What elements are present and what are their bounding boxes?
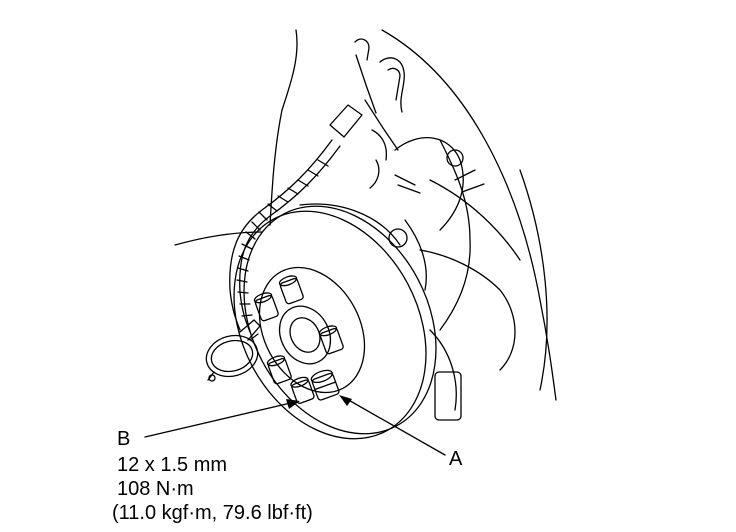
callout-label-a: A bbox=[449, 448, 463, 470]
fender-outline bbox=[174, 29, 557, 401]
torque-spec-nm: 108 N·m bbox=[117, 478, 194, 500]
bolt-size-spec: 12 x 1.5 mm bbox=[117, 454, 228, 476]
torque-spec-alt-units: (11.0 kgf·m, 79.6 lbf·ft) bbox=[112, 502, 313, 524]
lug-nut-a bbox=[310, 369, 340, 401]
arrowhead-b bbox=[286, 399, 300, 409]
lug-nut-b bbox=[290, 376, 315, 404]
wheel-studs bbox=[253, 275, 344, 385]
leader-line-a bbox=[344, 397, 446, 456]
dial-gauge bbox=[205, 319, 261, 382]
steering-knuckle bbox=[388, 137, 516, 421]
brake-hose-clip bbox=[329, 38, 421, 194]
callout-label-b: B bbox=[117, 428, 131, 450]
wheel-hub bbox=[278, 305, 332, 365]
dial-indicator-arm bbox=[229, 139, 341, 333]
leader-line-b bbox=[144, 401, 296, 438]
arrowhead-a bbox=[339, 395, 352, 406]
